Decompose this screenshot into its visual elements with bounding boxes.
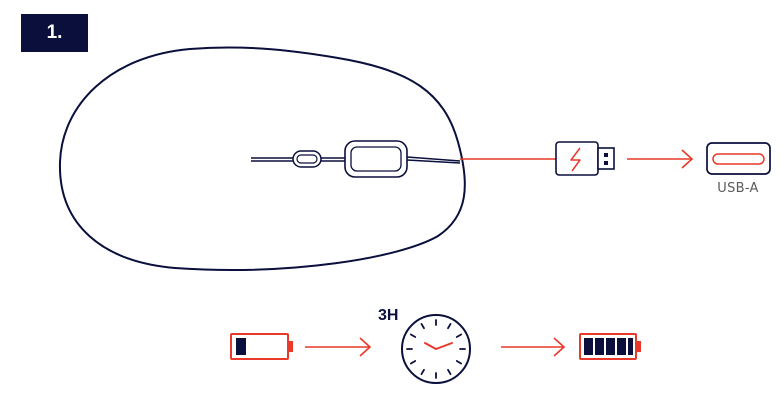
arrow-right-icon [305,337,372,357]
charging-port [344,140,461,178]
clock-icon [401,314,471,384]
arrow-right-icon [627,149,694,169]
usb-a-port-icon [706,142,771,175]
usb-a-plug-icon [555,141,615,176]
arrow-right-icon [501,337,566,357]
slider-switch [251,150,345,168]
charge-duration-label: 3H [378,307,399,324]
battery-low-icon [230,333,293,360]
battery-full-icon [579,333,641,360]
usb-a-label: USB-A [717,181,759,196]
step-number-badge: 1. [21,14,88,52]
